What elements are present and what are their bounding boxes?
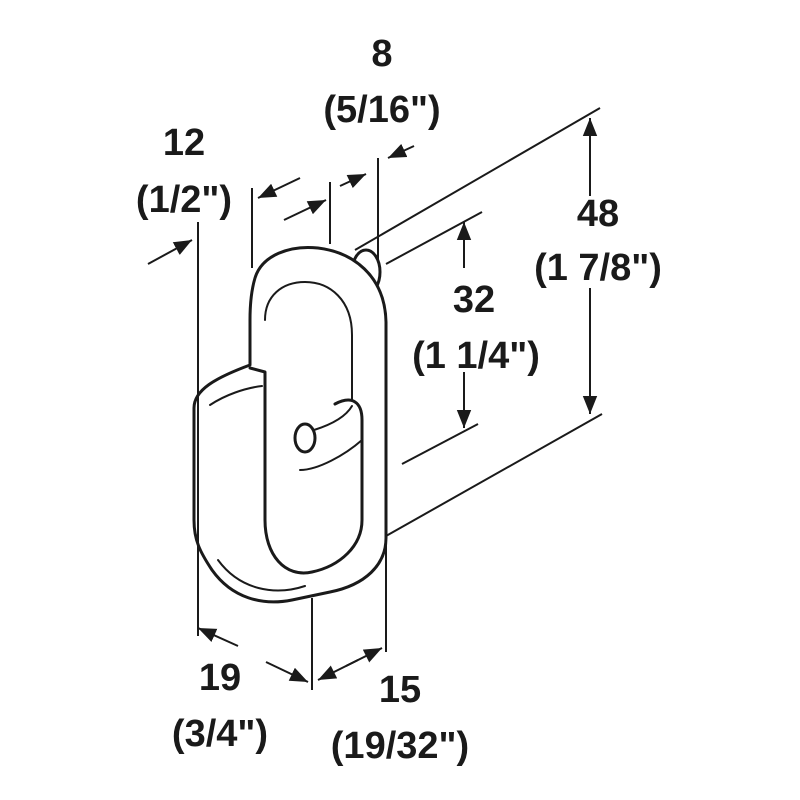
dim-8-lines (339, 143, 415, 260)
dim-19-inch: (3/4") (172, 713, 268, 755)
dim-8-mm: 8 (371, 33, 392, 75)
dim-12-lines (147, 177, 331, 636)
dim-48-inch: (1 7/8") (534, 247, 662, 289)
dim-15-inch: (19/32") (331, 725, 469, 767)
support-opening-edge (299, 439, 363, 471)
dim-32-inch: (1 1/4") (412, 335, 540, 377)
dim-12-mm: 12 (163, 122, 205, 164)
dim-48-lines (354, 107, 603, 537)
dim-15-mm: 15 (379, 669, 421, 711)
support-inner-back (264, 280, 353, 411)
screw-hole-icon (293, 422, 317, 454)
screw-slot (313, 405, 353, 431)
support-inner-lip (209, 385, 306, 592)
dim-32-mm: 32 (453, 279, 495, 321)
dim-19-mm: 19 (199, 657, 241, 699)
dim-19-15-lines (197, 542, 387, 690)
dim-8-inch: (5/16") (323, 89, 440, 131)
oval-rod-support-icon (192, 245, 388, 604)
dim-32-lines (385, 211, 483, 465)
dim-48-mm: 48 (577, 193, 619, 235)
dim-12-inch: (1/2") (136, 179, 232, 221)
